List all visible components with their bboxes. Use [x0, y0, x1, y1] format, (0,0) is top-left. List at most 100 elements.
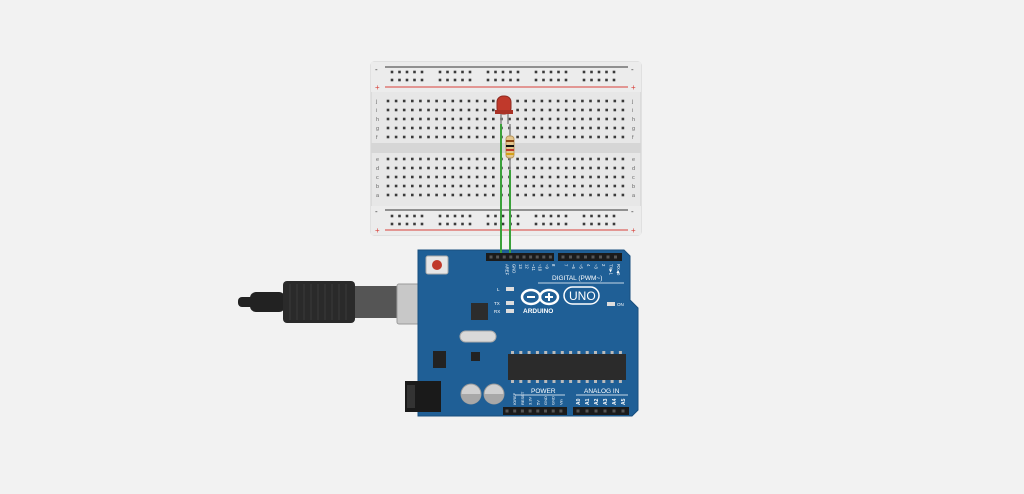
breadboard-hole[interactable] [483, 175, 487, 179]
header-pin[interactable] [594, 409, 598, 413]
breadboard-hole[interactable] [581, 184, 584, 188]
breadboard-hole[interactable] [451, 99, 455, 103]
header-pin[interactable] [509, 255, 513, 259]
breadboard-hole[interactable] [597, 126, 600, 130]
breadboard-hole[interactable] [508, 117, 511, 121]
breadboard-hole[interactable] [402, 108, 406, 112]
breadboard-hole[interactable] [516, 157, 519, 161]
breadboard-hole[interactable] [516, 135, 519, 139]
rail-hole[interactable] [438, 70, 442, 74]
header-pin[interactable] [542, 255, 546, 259]
header-pin[interactable] [505, 409, 509, 413]
breadboard-holes[interactable] [386, 70, 625, 226]
breadboard-hole[interactable] [411, 175, 414, 179]
breadboard-hole[interactable] [524, 193, 527, 197]
rail-hole[interactable] [516, 78, 520, 82]
breadboard-hole[interactable] [564, 108, 568, 112]
resistor[interactable] [505, 124, 515, 170]
breadboard-hole[interactable] [605, 193, 608, 197]
rail-hole[interactable] [590, 70, 593, 74]
breadboard-hole[interactable] [483, 126, 487, 130]
rail-hole[interactable] [582, 78, 586, 82]
breadboard-hole[interactable] [597, 166, 600, 170]
breadboard-hole[interactable] [467, 135, 471, 139]
rail-hole[interactable] [605, 70, 608, 74]
breadboard-hole[interactable] [597, 184, 600, 188]
breadboard-hole[interactable] [581, 117, 584, 121]
breadboard-hole[interactable] [443, 126, 446, 130]
rail-hole[interactable] [468, 214, 472, 218]
breadboard-hole[interactable] [411, 99, 414, 103]
breadboard-hole[interactable] [573, 117, 576, 121]
breadboard-hole[interactable] [556, 184, 560, 188]
rail-hole[interactable] [486, 70, 490, 74]
breadboard-hole[interactable] [556, 175, 560, 179]
breadboard-hole[interactable] [459, 99, 463, 103]
breadboard-hole[interactable] [492, 135, 495, 139]
rail-hole[interactable] [542, 78, 545, 82]
breadboard-hole[interactable] [402, 99, 406, 103]
rail-hole[interactable] [534, 70, 538, 74]
breadboard-hole[interactable] [443, 117, 446, 121]
breadboard-hole[interactable] [621, 126, 625, 130]
rail-hole[interactable] [461, 214, 464, 218]
breadboard-hole[interactable] [402, 117, 406, 121]
breadboard-hole[interactable] [419, 166, 422, 170]
header-pin[interactable] [513, 409, 517, 413]
breadboard-hole[interactable] [475, 175, 479, 179]
header-pin[interactable] [520, 409, 524, 413]
breadboard-hole[interactable] [540, 117, 544, 121]
breadboard-hole[interactable] [427, 193, 430, 197]
breadboard-hole[interactable] [564, 184, 568, 188]
header-pin[interactable] [591, 255, 595, 259]
breadboard-hole[interactable] [419, 135, 422, 139]
header-pin[interactable] [603, 409, 607, 413]
rail-hole[interactable] [453, 222, 457, 226]
breadboard-hole[interactable] [427, 135, 430, 139]
breadboard-hole[interactable] [402, 166, 406, 170]
breadboard-hole[interactable] [483, 135, 487, 139]
header-pin[interactable] [584, 255, 587, 259]
breadboard-hole[interactable] [621, 175, 625, 179]
rail-hole[interactable] [590, 78, 593, 82]
breadboard-hole[interactable] [605, 166, 608, 170]
breadboard-hole[interactable] [573, 193, 576, 197]
power-header[interactable] [503, 407, 567, 415]
breadboard-hole[interactable] [419, 126, 422, 130]
breadboard-hole[interactable] [605, 108, 608, 112]
rail-hole[interactable] [390, 214, 394, 218]
breadboard-hole[interactable] [443, 108, 446, 112]
breadboard-hole[interactable] [492, 108, 495, 112]
breadboard-hole[interactable] [386, 126, 390, 130]
rail-hole[interactable] [557, 70, 560, 74]
breadboard-hole[interactable] [427, 108, 430, 112]
rail-hole[interactable] [390, 78, 394, 82]
breadboard-hole[interactable] [402, 135, 406, 139]
rail-hole[interactable] [390, 70, 394, 74]
breadboard-hole[interactable] [532, 157, 536, 161]
rail-hole[interactable] [486, 78, 490, 82]
breadboard-hole[interactable] [524, 108, 527, 112]
rail-hole[interactable] [542, 70, 545, 74]
rail-hole[interactable] [597, 70, 601, 74]
breadboard-hole[interactable] [402, 184, 406, 188]
breadboard-hole[interactable] [435, 157, 438, 161]
breadboard-hole[interactable] [613, 157, 617, 161]
breadboard-hole[interactable] [597, 157, 600, 161]
breadboard-hole[interactable] [451, 117, 455, 121]
breadboard-hole[interactable] [467, 184, 471, 188]
breadboard-hole[interactable] [459, 108, 463, 112]
breadboard-hole[interactable] [581, 157, 584, 161]
breadboard-hole[interactable] [524, 166, 527, 170]
breadboard-hole[interactable] [613, 175, 617, 179]
rail-hole[interactable] [468, 70, 472, 74]
breadboard-hole[interactable] [386, 108, 390, 112]
breadboard-hole[interactable] [443, 99, 446, 103]
rail-hole[interactable] [542, 214, 545, 218]
breadboard-hole[interactable] [613, 126, 617, 130]
rail-hole[interactable] [564, 214, 568, 218]
breadboard-hole[interactable] [467, 157, 471, 161]
breadboard-hole[interactable] [427, 126, 430, 130]
breadboard-hole[interactable] [540, 193, 544, 197]
rail-hole[interactable] [612, 70, 616, 74]
